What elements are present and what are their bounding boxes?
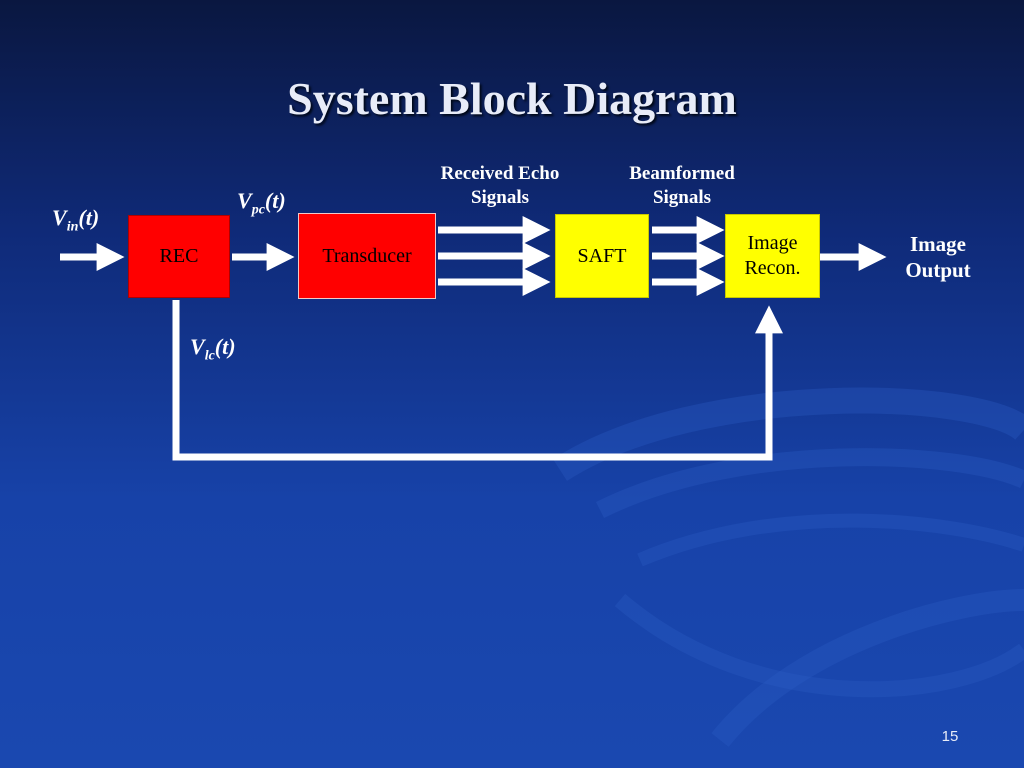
image-recon-block: Image Recon. (725, 214, 820, 298)
received-echo-line1: Received Echo (440, 163, 560, 184)
rec-block: REC (128, 215, 230, 298)
image-recon-label-line2: Recon. (744, 257, 801, 279)
image-output-line2: Output (905, 258, 971, 283)
beamformed-line1: Beamformed (629, 163, 735, 184)
transducer-block: Transducer (298, 213, 436, 299)
image-output-line1: Image (910, 232, 966, 256)
image-recon-label-line1: Image (747, 232, 798, 254)
signal-vpc: Vpc(t) (237, 188, 286, 218)
slide-title: System Block Diagram (287, 73, 737, 124)
page-number: 15 (941, 728, 959, 745)
signal-vlc: Vlc(t) (190, 334, 236, 364)
saft-label: SAFT (577, 244, 627, 267)
received-echo-label: Received Echo Signals (418, 162, 582, 210)
received-echo-line2: Signals (470, 186, 530, 208)
arrow-feedback-loop (172, 300, 783, 461)
saft-block: SAFT (555, 214, 649, 298)
transducer-label: Transducer (322, 244, 412, 267)
signal-vin: Vin(t) (52, 205, 100, 235)
beamformed-label: Beamformed Signals (606, 162, 758, 210)
rec-label: REC (159, 245, 199, 267)
image-output-label: Image Output (888, 231, 988, 284)
beamformed-line2: Signals (652, 186, 712, 208)
